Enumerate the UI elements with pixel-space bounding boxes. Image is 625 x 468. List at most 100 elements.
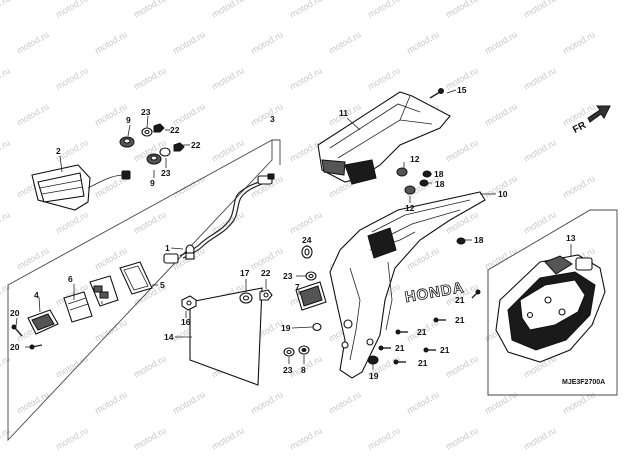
callout-23-bottom: 23	[283, 365, 293, 375]
callout-4: 4	[34, 290, 39, 300]
washer-part-17	[239, 292, 253, 304]
front-direction-arrow	[587, 105, 611, 123]
callout-18-upper: 18	[434, 169, 444, 179]
callout-21-d: 21	[395, 343, 405, 353]
reflector-part-4	[27, 309, 59, 335]
watermark-text: motod.ru	[327, 29, 363, 55]
watermark-text: motod.ru	[483, 245, 519, 271]
callout-labels: 2 9 23 22 22 9 23 3 1 5 6 4 20 20 16 14 …	[10, 85, 576, 381]
watermark-text: motod.ru	[54, 425, 90, 451]
callout-19-lower: 19	[369, 371, 379, 381]
callout-23-upper: 23	[141, 107, 151, 117]
watermark-text: motod.ru	[210, 65, 246, 91]
inner-fender-part-13	[495, 254, 606, 363]
watermark-text: motod.ru	[249, 101, 285, 127]
watermark-text: motod.ru	[132, 209, 168, 235]
watermark-text: motod.ru	[288, 353, 324, 379]
callout-2: 2	[56, 146, 61, 156]
watermark-text: motod.ru	[132, 353, 168, 379]
watermark-text: motod.ru	[0, 353, 12, 379]
watermark-text: motod.ru	[444, 353, 480, 379]
screw-part-15	[429, 88, 444, 99]
watermark-text: motod.ru	[444, 425, 480, 451]
callout-20-lower: 20	[10, 342, 20, 352]
watermark-text: motod.ru	[327, 389, 363, 415]
callout-7: 7	[295, 282, 300, 292]
nut-part-22-plate	[259, 289, 273, 301]
callout-24: 24	[302, 235, 312, 245]
frame-bracket-3	[272, 139, 281, 165]
watermark-text: motod.ru	[444, 0, 480, 20]
callout-20-upper: 20	[10, 308, 20, 318]
plate-part-6b	[63, 291, 93, 323]
callout-21-a: 21	[455, 295, 465, 305]
rear-fender-part-10	[329, 191, 486, 379]
grommet-part-9-upper	[119, 136, 135, 148]
watermark-text: motod.ru	[210, 425, 246, 451]
assembly-frame-left	[7, 139, 273, 442]
watermark-text: motod.ru	[405, 29, 441, 55]
watermark-text: motod.ru	[15, 389, 51, 415]
leader-lines	[15, 89, 572, 370]
grommet-part-12-lower	[404, 185, 416, 195]
nut-part-18-mid	[419, 179, 429, 187]
washer-part-23-center	[305, 271, 317, 281]
watermark-text: motod.ru	[210, 0, 246, 20]
watermark-text: motod.ru	[93, 29, 129, 55]
callout-11: 11	[339, 108, 348, 118]
watermark-text: motod.ru	[288, 209, 324, 235]
callout-17: 17	[240, 268, 250, 278]
watermark-text: motod.ru	[54, 353, 90, 379]
watermark-text: motod.ru	[132, 65, 168, 91]
callout-16: 16	[181, 317, 191, 327]
watermark-text: motod.ru	[0, 209, 12, 235]
grommet-part-9-lower	[146, 153, 162, 165]
bolt-part-16	[181, 295, 197, 311]
watermark-text: motod.ru	[522, 425, 558, 451]
watermark-text: motod.ru	[366, 425, 402, 451]
watermark-text: motod.ru	[0, 0, 12, 20]
watermark-text: motod.ru	[366, 65, 402, 91]
watermark-text: motod.ru	[288, 425, 324, 451]
lens-part-5	[119, 261, 153, 295]
washer-part-23-upper	[141, 127, 153, 137]
callout-19-upper: 19	[281, 323, 291, 333]
grommet-part-12-upper	[396, 167, 408, 177]
washer-part-23-bottom	[283, 347, 295, 357]
callout-21-b: 21	[455, 315, 465, 325]
nut-part-22-upper	[153, 123, 165, 133]
watermark-text: motod.ru	[132, 0, 168, 20]
grommet-part-24	[301, 245, 313, 259]
watermark-text: motod.ru	[93, 389, 129, 415]
collar-part-19-lower	[367, 355, 379, 365]
watermark-text: motod.ru	[171, 29, 207, 55]
watermark-text: motod.ru	[171, 173, 207, 199]
watermark-text: motod.ru	[171, 389, 207, 415]
watermark-text: motod.ru	[366, 0, 402, 20]
watermark-text: motod.ru	[54, 209, 90, 235]
washer-part-23-lower	[159, 147, 171, 157]
watermark-text: motod.ru	[522, 65, 558, 91]
callout-3: 3	[270, 114, 275, 124]
callout-15: 15	[457, 85, 467, 95]
watermark-text: motod.ru	[288, 0, 324, 20]
watermark-text: motod.ru	[522, 137, 558, 163]
callout-22-upper: 22	[170, 125, 180, 135]
watermark-text: motod.ru	[249, 29, 285, 55]
callout-23-lower: 23	[161, 168, 171, 178]
nut-part-18-upper	[422, 170, 432, 178]
figure-code: MJE3F2700A	[562, 379, 605, 386]
watermark-text: motod.ru	[0, 137, 12, 163]
rear-cover-part-11	[317, 91, 451, 185]
bulb-part-1	[185, 244, 195, 260]
callout-8: 8	[301, 365, 306, 375]
collar-part-19-upper	[312, 322, 322, 332]
socket-part-6	[89, 275, 119, 307]
screws-part-21	[378, 289, 481, 365]
watermark-text: motod.ru	[561, 173, 597, 199]
screw-part-20-lower	[29, 344, 43, 350]
callout-22-lower: 22	[191, 140, 201, 150]
watermark-text: motod.ru	[15, 245, 51, 271]
